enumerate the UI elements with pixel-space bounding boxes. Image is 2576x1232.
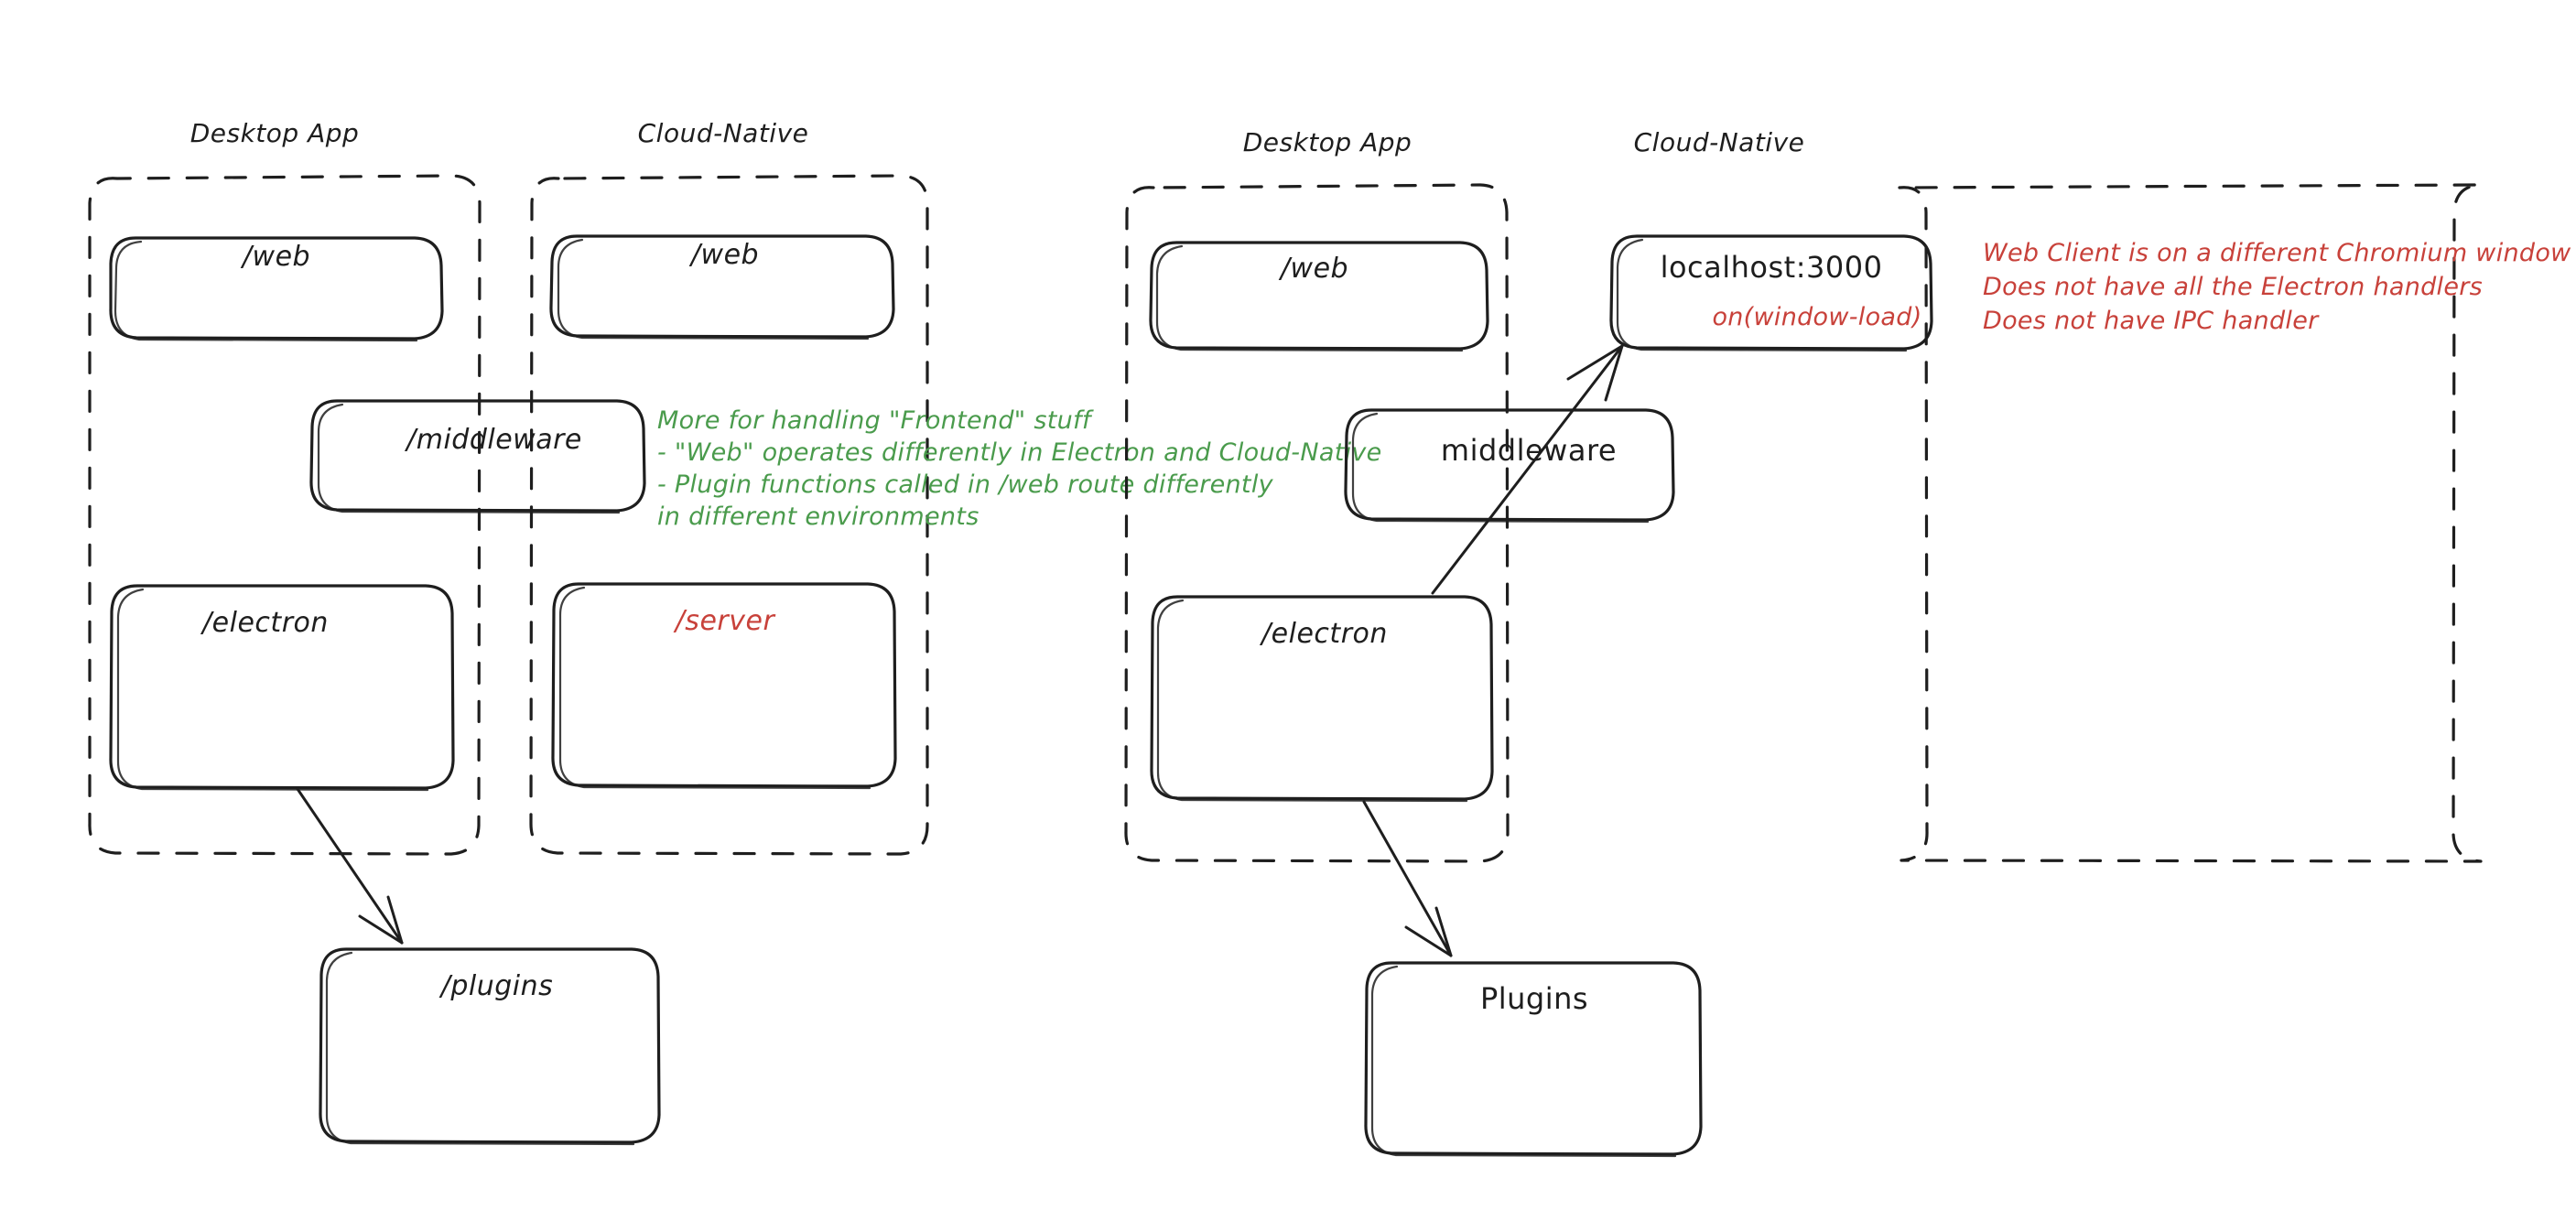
node-right-middleware[interactable]: middleware: [1344, 408, 1675, 524]
node-label-left-desktop-web: /web: [240, 241, 310, 273]
node-left-electron[interactable]: /electron: [109, 584, 455, 792]
node-label-right-electron: /electron: [1259, 618, 1388, 650]
arrow-left-electron-to-plugins: [296, 787, 404, 945]
arrow-right-electron-to-localhost: [1431, 344, 1624, 595]
annotation-green-line-2: - "Web" operates differently in Electron…: [657, 438, 1382, 467]
node-right-desktop-web[interactable]: /web: [1149, 241, 1489, 352]
node-left-server[interactable]: /server: [551, 582, 897, 790]
node-label-right-desktop-web: /web: [1278, 253, 1348, 285]
node-right-localhost[interactable]: localhost:3000 on(window-load): [1609, 234, 1933, 352]
annotation-red: Web Client is on a different Chromium wi…: [1983, 239, 2571, 335]
node-label-right-middleware: middleware: [1441, 433, 1617, 468]
node-label-right-localhost: localhost:3000: [1661, 250, 1883, 285]
group-label-right-desktop: Desktop App: [1243, 127, 1412, 157]
group-container-right-desktop: [1124, 183, 1510, 863]
annotation-green-line-1: More for handling "Frontend" stuff: [657, 406, 1094, 435]
node-right-electron[interactable]: /electron: [1150, 595, 1494, 803]
annotation-red-line-2: Does not have all the Electron handlers: [1983, 273, 2483, 301]
annotation-red-line-1: Web Client is on a different Chromium wi…: [1983, 239, 2571, 267]
node-label-left-cloud-web: /web: [688, 239, 759, 271]
node-left-plugins[interactable]: /plugins: [319, 947, 661, 1146]
node-sublabel-on-window-load: on(window-load): [1712, 303, 1921, 331]
group-label-left-desktop: Desktop App: [190, 118, 360, 148]
annotation-green: More for handling "Frontend" stuff - "We…: [657, 406, 1382, 531]
group-label-left-cloud: Cloud-Native: [638, 118, 809, 148]
node-label-left-electron: /electron: [200, 607, 329, 639]
group-container-left-cloud: [529, 174, 929, 856]
node-label-right-plugins: Plugins: [1480, 981, 1588, 1016]
node-label-left-plugins: /plugins: [438, 970, 554, 1002]
node-label-left-server: /server: [673, 605, 776, 637]
node-left-desktop-web[interactable]: /web: [109, 236, 444, 342]
node-label-left-middleware: /middleware: [404, 424, 582, 456]
group-container-right-cloud: [1898, 183, 2483, 863]
node-left-cloud-web[interactable]: /web: [549, 234, 895, 340]
annotation-green-line-4: in different environments: [657, 503, 980, 531]
annotation-red-line-3: Does not have IPC handler: [1983, 307, 2320, 335]
group-container-left-desktop: [88, 174, 482, 856]
annotation-green-line-3: - Plugin functions called in /web route …: [657, 470, 1274, 499]
node-left-middleware[interactable]: /middleware: [309, 399, 646, 514]
group-label-right-cloud: Cloud-Native: [1634, 127, 1805, 157]
node-right-plugins[interactable]: Plugins: [1364, 961, 1703, 1158]
arrow-right-electron-to-plugins: [1362, 800, 1453, 957]
